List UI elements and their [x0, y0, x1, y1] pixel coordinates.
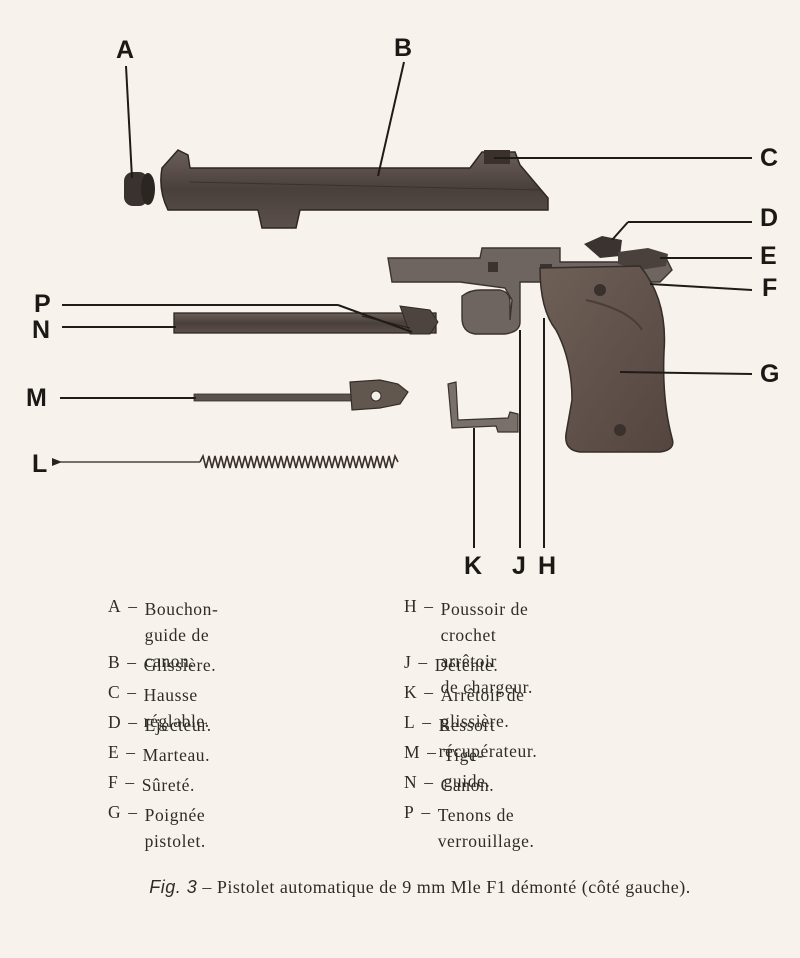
part-k-slide-stop: [447, 381, 519, 433]
legend-desc: Détente.: [434, 655, 499, 675]
callout-b: B: [394, 34, 413, 62]
legend-key: C: [108, 682, 121, 702]
pistol-parts-drawing: [52, 61, 753, 548]
part-n-barrel: [173, 305, 439, 335]
legend-key: F: [108, 772, 119, 792]
legend-item: L–Ressort récupérateur.: [404, 712, 537, 764]
caption-text: Pistolet automatique de 9 mm Mle F1 démo…: [216, 877, 691, 897]
callout-k: K: [464, 552, 483, 580]
legend-key: G: [108, 802, 122, 822]
legend-item: D–Ejecteur.: [108, 712, 212, 738]
part-m-guide-rod: [193, 379, 409, 411]
legend-item: A–Bouchon-guide de canon.: [108, 596, 218, 674]
legend-desc: Tenons de verrouillage.: [437, 805, 535, 851]
legend-key: H: [404, 596, 418, 616]
legend-item: J–Détente.: [404, 652, 498, 678]
figure-caption: Fig. 3 – Pistolet automatique de 9 mm Ml…: [120, 872, 720, 902]
callout-h: H: [538, 552, 557, 580]
legend-item: K–Arrêtoir de glissière.: [404, 682, 524, 734]
legend-item: M–Tige-guide.: [404, 742, 490, 794]
callout-g: G: [760, 360, 780, 388]
callout-d: D: [760, 204, 779, 232]
legend-desc: Poussoir de crochet arrêtoir de chargeur…: [440, 599, 534, 697]
callout-m: M: [26, 384, 47, 412]
legend-desc: Sûreté.: [141, 775, 195, 795]
legend-desc: Bouchon-guide de canon.: [144, 599, 219, 671]
legend-item: B–Glissière.: [108, 652, 216, 678]
legend-item: N–Canon.: [404, 772, 494, 798]
legend-item: H–Poussoir de crochet arrêtoir de charge…: [404, 596, 532, 700]
callout-j: J: [512, 552, 526, 580]
legend-item: F–Sûreté.: [108, 772, 195, 798]
legend-desc: Tige-guide.: [443, 745, 491, 791]
callout-f: F: [762, 274, 778, 302]
legend-key: J: [404, 652, 412, 672]
part-g-grip: [539, 265, 674, 453]
legend-key: P: [404, 802, 415, 822]
legend-desc: Marteau.: [142, 745, 211, 765]
callout-c: C: [760, 144, 779, 172]
legend-desc: Arrêtoir de glissière.: [440, 685, 525, 731]
leader-lines: [60, 61, 753, 548]
legend-item: G–Poignée pistolet.: [108, 802, 206, 854]
callout-l: L: [32, 450, 48, 478]
legend-key: K: [404, 682, 418, 702]
legend-desc: Canon.: [440, 775, 495, 795]
legend-desc: Hausse réglable.: [143, 685, 210, 731]
part-a-barrel-bushing: [124, 172, 155, 206]
part-b-slide: [160, 149, 549, 229]
callout-a: A: [116, 36, 135, 64]
legend-key: A: [108, 596, 122, 616]
legend-key: N: [404, 772, 418, 792]
callout-p: P: [34, 290, 51, 318]
exploded-view-diagram: A B C D E F G H J K L M N P: [26, 34, 780, 580]
legend-desc: Ejecteur.: [144, 715, 212, 735]
legend-key: L: [404, 712, 416, 732]
legend-desc: Poignée pistolet.: [144, 805, 206, 851]
caption-dash: –: [197, 877, 217, 897]
part-l-recoil-spring: [52, 453, 399, 469]
legend-key: B: [108, 652, 121, 672]
legend-desc: Ressort récupérateur.: [438, 715, 538, 761]
legend-item: P–Tenons de verrouillage.: [404, 802, 534, 854]
legend-key: D: [108, 712, 122, 732]
callout-e: E: [760, 242, 777, 270]
legend-item: C–Hausse réglable.: [108, 682, 210, 734]
callout-n: N: [32, 316, 51, 344]
legend-key: M: [404, 742, 421, 762]
legend-item: E–Marteau.: [108, 742, 210, 768]
legend-key: E: [108, 742, 120, 762]
figure-label: Fig. 3: [149, 877, 198, 897]
legend-desc: Glissière.: [143, 655, 217, 675]
